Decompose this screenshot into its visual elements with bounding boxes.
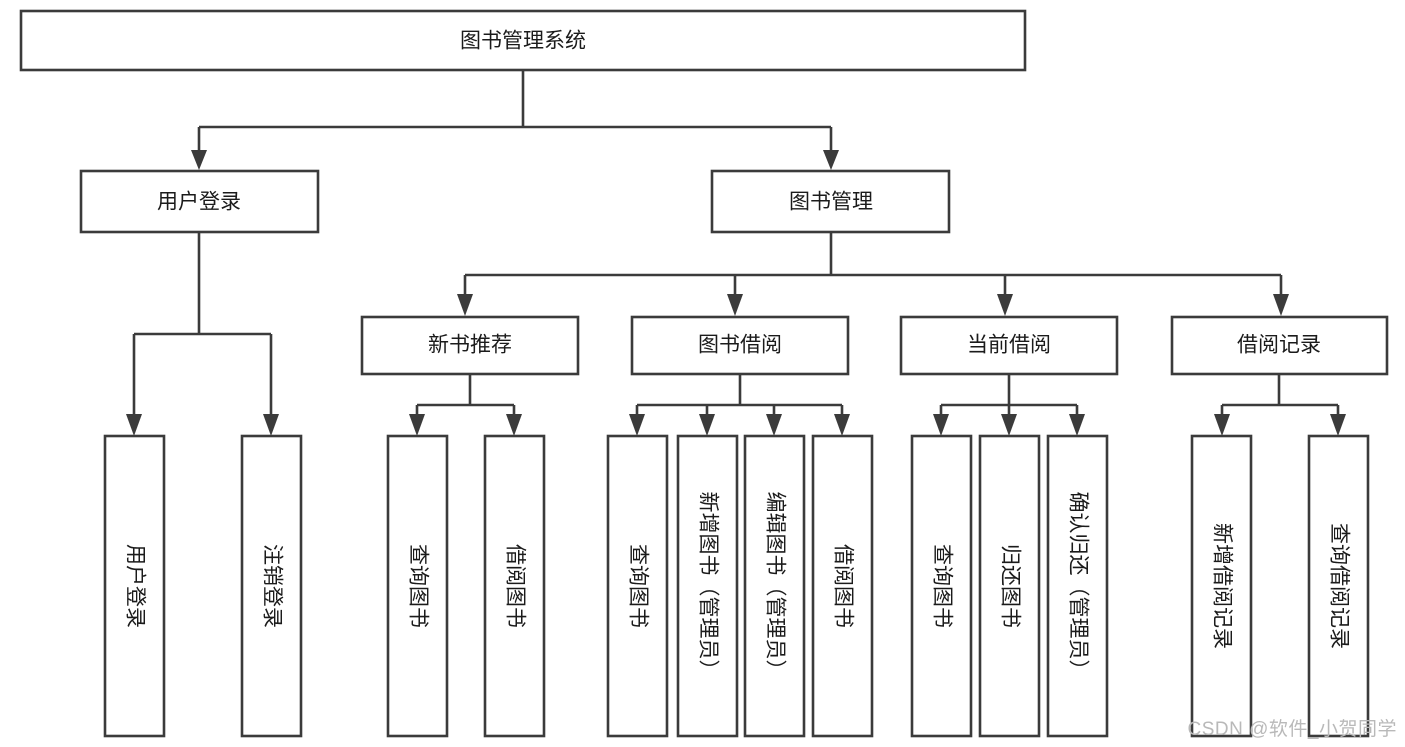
arrowhead-current-borrow: [997, 294, 1013, 316]
node-book-borrow[interactable]: 图书借阅: [630, 315, 850, 376]
node-leaf-query-book-1[interactable]: 查询图书: [386, 434, 449, 738]
csdn-watermark: CSDN @软件_小贺同学: [1187, 719, 1397, 740]
node-borrow-record[interactable]: 借阅记录: [1170, 315, 1389, 376]
node-leaf-borrow-book-1-label: 借阅图书: [503, 544, 526, 628]
node-leaf-query-record-label: 查询借阅记录: [1327, 523, 1350, 649]
node-leaf-user-logout-label: 注销登录: [260, 544, 283, 628]
node-leaf-borrow-book-1-box[interactable]: [483, 434, 546, 738]
node-leaf-return-book[interactable]: 归还图书: [978, 434, 1041, 738]
node-leaf-edit-book-label: 编辑图书（管理员）: [763, 492, 786, 681]
node-book-borrow-label: 图书借阅: [698, 334, 782, 357]
node-leaf-query-book-3[interactable]: 查询图书: [910, 434, 973, 738]
node-leaf-query-book-1-label: 查询图书: [406, 544, 429, 628]
connector-layer: [126, 70, 1346, 436]
node-leaf-user-logout[interactable]: 注销登录: [240, 434, 303, 738]
arrowhead-leaf-query-book-2: [629, 414, 645, 436]
node-leaf-edit-book[interactable]: 编辑图书（管理员）: [743, 434, 806, 738]
node-new-book-recommend-box[interactable]: [360, 315, 580, 376]
node-leaf-query-book-3-label: 查询图书: [930, 544, 953, 628]
arrowhead-leaf-borrow-book-2: [834, 414, 850, 436]
arrowhead-leaf-add-book: [699, 414, 715, 436]
node-leaf-add-book-label: 新增图书（管理员）: [696, 492, 719, 681]
node-root-label: 图书管理系统: [460, 30, 586, 53]
node-borrow-record-box[interactable]: [1170, 315, 1389, 376]
arrowhead-leaf-edit-book: [766, 414, 782, 436]
arrowhead-leaf-user-login: [126, 414, 142, 436]
node-leaf-confirm-return[interactable]: 确认归还（管理员）: [1046, 434, 1109, 738]
node-book-manage-label: 图书管理: [789, 191, 873, 214]
node-user-login-label: 用户登录: [157, 191, 241, 214]
node-new-book-recommend[interactable]: 新书推荐: [360, 315, 580, 376]
node-leaf-add-record[interactable]: 新增借阅记录: [1190, 434, 1253, 738]
node-book-manage[interactable]: 图书管理: [710, 169, 951, 234]
node-leaf-return-book-label: 归还图书: [998, 544, 1021, 628]
node-leaf-add-record-box[interactable]: [1190, 434, 1253, 738]
arrowhead-leaf-add-record: [1214, 414, 1230, 436]
node-user-login[interactable]: 用户登录: [79, 169, 320, 234]
node-leaf-add-book[interactable]: 新增图书（管理员）: [676, 434, 739, 738]
arrowhead-leaf-query-book-3: [933, 414, 949, 436]
arrowhead-leaf-borrow-book-1: [506, 414, 522, 436]
node-leaf-return-book-box[interactable]: [978, 434, 1041, 738]
node-leaf-user-login-box[interactable]: [103, 434, 166, 738]
node-borrow-record-label: 借阅记录: [1237, 334, 1321, 357]
node-leaf-query-book-1-box[interactable]: [386, 434, 449, 738]
node-root[interactable]: 图书管理系统: [19, 9, 1027, 72]
node-book-manage-box[interactable]: [710, 169, 951, 234]
node-leaf-borrow-book-2-label: 借阅图书: [831, 544, 854, 628]
arrowhead-user-login: [191, 150, 207, 170]
node-leaf-query-book-2[interactable]: 查询图书: [606, 434, 669, 738]
node-leaf-query-record[interactable]: 查询借阅记录: [1307, 434, 1370, 738]
node-leaf-query-record-box[interactable]: [1307, 434, 1370, 738]
arrowhead-book-manage: [823, 150, 839, 170]
arrowhead-leaf-return-book: [1001, 414, 1017, 436]
node-leaf-confirm-return-box[interactable]: [1046, 434, 1109, 738]
arrowhead-leaf-query-book-1: [409, 414, 425, 436]
arrowhead-leaf-confirm-return: [1069, 414, 1085, 436]
arrowhead-leaf-user-logout: [263, 414, 279, 436]
node-current-borrow[interactable]: 当前借阅: [899, 315, 1119, 376]
node-root-box[interactable]: [19, 9, 1027, 72]
arrowhead-new-book-recommend: [457, 294, 473, 316]
node-leaf-borrow-book-2[interactable]: 借阅图书: [811, 434, 874, 738]
arrowhead-book-borrow: [727, 294, 743, 316]
node-leaf-query-book-3-box[interactable]: [910, 434, 973, 738]
arrowhead-borrow-record: [1273, 294, 1289, 316]
node-leaf-borrow-book-1[interactable]: 借阅图书: [483, 434, 546, 738]
node-leaf-edit-book-box[interactable]: [743, 434, 806, 738]
node-leaf-user-login[interactable]: 用户登录: [103, 434, 166, 738]
node-current-borrow-box[interactable]: [899, 315, 1119, 376]
node-leaf-borrow-book-2-box[interactable]: [811, 434, 874, 738]
node-leaf-user-login-label: 用户登录: [123, 544, 146, 628]
node-leaf-query-book-2-box[interactable]: [606, 434, 669, 738]
node-leaf-confirm-return-label: 确认归还（管理员）: [1066, 492, 1089, 681]
node-leaf-add-record-label: 新增借阅记录: [1210, 523, 1233, 649]
arrowhead-leaf-query-record: [1330, 414, 1346, 436]
node-book-borrow-box[interactable]: [630, 315, 850, 376]
node-user-login-box[interactable]: [79, 169, 320, 234]
node-leaf-query-book-2-label: 查询图书: [626, 544, 649, 628]
node-new-book-recommend-label: 新书推荐: [428, 334, 512, 357]
node-current-borrow-label: 当前借阅: [967, 334, 1051, 357]
node-leaf-user-logout-box[interactable]: [240, 434, 303, 738]
node-leaf-add-book-box[interactable]: [676, 434, 739, 738]
